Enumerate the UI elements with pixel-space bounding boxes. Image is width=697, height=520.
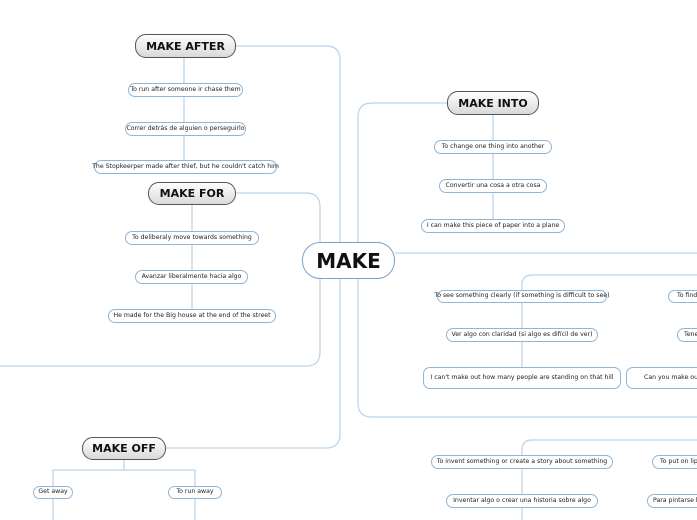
- leaf-partial-translation[interactable]: Tene: [677, 328, 697, 342]
- leaf-text: The Stopkeerper made after thief, but he…: [92, 162, 279, 170]
- topic-make-for[interactable]: MAKE FOR: [148, 182, 236, 205]
- leaf-make-into-example[interactable]: I can make this piece of paper into a pl…: [421, 219, 565, 233]
- topic-make-off-label: MAKE OFF: [92, 442, 156, 455]
- leaf-text: To invent something or create a story ab…: [436, 457, 608, 465]
- leaf-text: To deliberaly move towards something: [132, 233, 252, 241]
- leaf-make-off-get-away[interactable]: Get away: [33, 486, 73, 499]
- leaf-text: I can't make out how many people are sta…: [430, 373, 614, 381]
- leaf-text: Avanzar liberalmente hacia algo: [141, 272, 242, 280]
- topic-make-after[interactable]: MAKE AFTER: [135, 34, 236, 58]
- leaf-make-after-translation[interactable]: Correr detrás de alguien o perseguirlo: [125, 122, 246, 136]
- leaf-text: Inventar algo o crear una historia sobre…: [453, 496, 591, 504]
- topic-make-off[interactable]: MAKE OFF: [82, 437, 166, 460]
- leaf-text: To see something clearly (if something i…: [434, 292, 610, 300]
- leaf-text: Get away: [38, 488, 68, 496]
- leaf-text: I can make this piece of paper into a pl…: [426, 221, 560, 229]
- leaf-partial-make-up-translation[interactable]: Para pintarse l: [647, 494, 697, 508]
- leaf-make-into-definition[interactable]: To change one thing into another: [434, 140, 552, 154]
- leaf-make-after-definition[interactable]: To run after someone ir chase them: [128, 83, 243, 97]
- leaf-make-into-translation[interactable]: Convertir una cosa a otra cosa: [439, 179, 547, 193]
- leaf-text: Para pintarse l: [653, 496, 697, 504]
- leaf-make-off-run-away[interactable]: To run away: [168, 486, 222, 499]
- leaf-make-after-example[interactable]: The Stopkeerper made after thief, but he…: [92, 160, 279, 174]
- leaf-make-up-definition[interactable]: To invent something or create a story ab…: [431, 455, 613, 469]
- leaf-make-for-definition[interactable]: To deliberaly move towards something: [125, 231, 259, 245]
- topic-make-after-label: MAKE AFTER: [146, 39, 225, 53]
- leaf-make-out-example[interactable]: I can't make out how many people are sta…: [423, 367, 621, 389]
- leaf-partial-example[interactable]: Can you make ou: [626, 367, 697, 389]
- leaf-make-for-example[interactable]: He made for the Big house at the end of …: [108, 309, 276, 323]
- leaf-partial-make-up-definition[interactable]: To put on lip: [652, 455, 697, 469]
- topic-make-into-label: MAKE INTO: [458, 96, 528, 110]
- central-topic[interactable]: MAKE: [302, 242, 395, 279]
- leaf-text: Tene: [684, 330, 697, 338]
- leaf-text: To run after someone ir chase them: [130, 85, 241, 93]
- topic-make-for-label: MAKE FOR: [159, 187, 225, 200]
- leaf-make-out-translation[interactable]: Ver algo con claridad (si algo es difíci…: [446, 328, 598, 342]
- leaf-text: Can you make ou: [644, 373, 697, 381]
- leaf-text: Correr detrás de alguien o perseguirlo: [126, 124, 245, 132]
- leaf-text: To run away: [176, 488, 214, 496]
- central-topic-label: MAKE: [316, 248, 381, 273]
- leaf-make-up-translation[interactable]: Inventar algo o crear una historia sobre…: [446, 494, 598, 508]
- leaf-text: To put on lip: [660, 457, 697, 465]
- leaf-partial-definition[interactable]: To find: [668, 290, 697, 303]
- leaf-text: He made for the Big house at the end of …: [113, 311, 271, 319]
- leaf-text: Convertir una cosa a otra cosa: [445, 181, 541, 189]
- leaf-text: To find: [677, 292, 697, 300]
- leaf-text: To change one thing into another: [441, 142, 545, 150]
- leaf-make-out-definition[interactable]: To see something clearly (if something i…: [434, 290, 610, 303]
- leaf-make-for-translation[interactable]: Avanzar liberalmente hacia algo: [135, 270, 248, 284]
- leaf-text: Ver algo con claridad (si algo es difíci…: [451, 330, 593, 338]
- topic-make-into[interactable]: MAKE INTO: [447, 91, 539, 115]
